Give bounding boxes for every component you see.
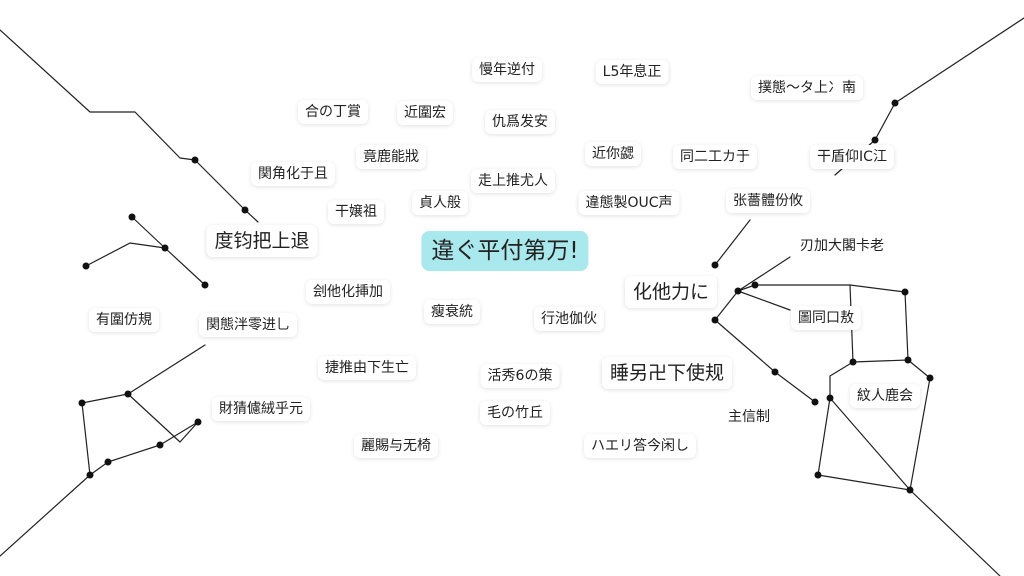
diagram-label: 貞人般: [412, 191, 468, 215]
edge-top-left-branch: [0, 29, 259, 223]
graph-node: [751, 281, 759, 289]
diagram-label: 毛の竹丘: [480, 401, 550, 425]
graph-node: [104, 458, 112, 466]
diagram-label: 麗賜与无椅: [354, 434, 438, 458]
graph-node: [849, 358, 857, 366]
diagram-label: L5年息正: [595, 60, 669, 84]
diagram-label: ハエリ答今闲し: [584, 434, 696, 458]
diagram-label: 活秀6の策: [480, 364, 560, 388]
diagram-label: 近圍宏: [397, 101, 453, 125]
diagram-label: 財猜儢絨乎元: [212, 397, 310, 421]
graph-node: [124, 390, 132, 398]
graph-node: [128, 213, 136, 221]
graph-node: [82, 262, 90, 270]
graph-node: [241, 206, 249, 214]
edge-hub-to-label-b: [737, 290, 791, 311]
diagram-label: 有圍仿規: [89, 308, 159, 332]
diagram-label: 紋人鹿会: [850, 384, 920, 408]
graph-node: [904, 356, 912, 364]
edge-right-upper: [714, 219, 751, 266]
diagram-label: 同二工カ于: [673, 145, 757, 169]
edge-bottom-left-to-label: [127, 344, 206, 395]
graph-node: [811, 398, 819, 406]
diagram-label: 近你勰: [585, 142, 641, 166]
edge-hub-to-label-a: [737, 256, 791, 292]
diagram-label: 化他力に: [624, 276, 718, 308]
graph-node: [926, 374, 934, 382]
diagram-label: 圖同口敖: [791, 306, 861, 330]
diagram-label: 行池伽伙: [534, 307, 604, 331]
diagram-label: 合の丁賞: [298, 100, 368, 124]
graph-node: [161, 244, 169, 252]
graph-node: [191, 156, 199, 164]
edge-hub-to-cluster: [737, 284, 931, 379]
edge-left-cluster-b: [85, 242, 166, 267]
diagram-label: 干盾仰IC江: [810, 145, 894, 169]
center-label: 違ぐ平付第万!: [421, 231, 589, 271]
diagram-label: 捷推由下生亡: [318, 356, 416, 380]
diagram-label: 関態泮零进乚: [199, 313, 297, 337]
edge-bottom-right-exit: [909, 489, 1001, 576]
graph-node: [78, 399, 86, 407]
edge-right-cluster-b: [817, 361, 931, 491]
graph-node: [194, 418, 202, 426]
graph-node: [156, 441, 164, 449]
diagram-label: 関角化于且: [251, 162, 335, 186]
diagram-label: 睡另卍下使规: [601, 357, 733, 389]
diagram-label: 瘦衰統: [424, 300, 480, 324]
graph-node: [771, 368, 779, 376]
edge-left-cluster-a: [131, 216, 206, 286]
diagram-label: 干嬢祖: [328, 200, 384, 224]
diagram-label: 度钧把上退: [206, 225, 318, 257]
diagram-label: 仇爲发安: [485, 110, 555, 134]
diagram-label: 竟鹿能戕: [356, 145, 426, 169]
edge-bottom-left-branch: [0, 393, 199, 557]
diagram-label: 走上推尤人: [471, 169, 555, 193]
graph-node: [201, 281, 209, 289]
graph-node: [901, 288, 909, 296]
diagram-label: 主信制: [728, 409, 770, 425]
edge-right-cluster-c: [829, 397, 911, 491]
graph-node: [891, 99, 899, 107]
graph-node: [906, 486, 914, 494]
graph-node: [814, 471, 822, 479]
graph-node: [711, 316, 719, 324]
graph-node: [711, 261, 719, 269]
diagram-label: 違態製OUC声: [578, 191, 680, 215]
diagram-label: 张薔體份攸: [726, 189, 810, 213]
diagram-label: 刃加大閣卡老: [800, 238, 884, 254]
diagram-label: 撲態～タ上冫南: [751, 76, 863, 100]
graph-node: [826, 394, 834, 402]
edge-hub-down: [714, 290, 816, 403]
diagram-label: 慢年逆付: [472, 58, 542, 82]
graph-node: [734, 287, 742, 295]
graph-node: [871, 136, 879, 144]
graph-node: [86, 471, 94, 479]
diagram-label: 刽他化挿加: [306, 280, 390, 304]
